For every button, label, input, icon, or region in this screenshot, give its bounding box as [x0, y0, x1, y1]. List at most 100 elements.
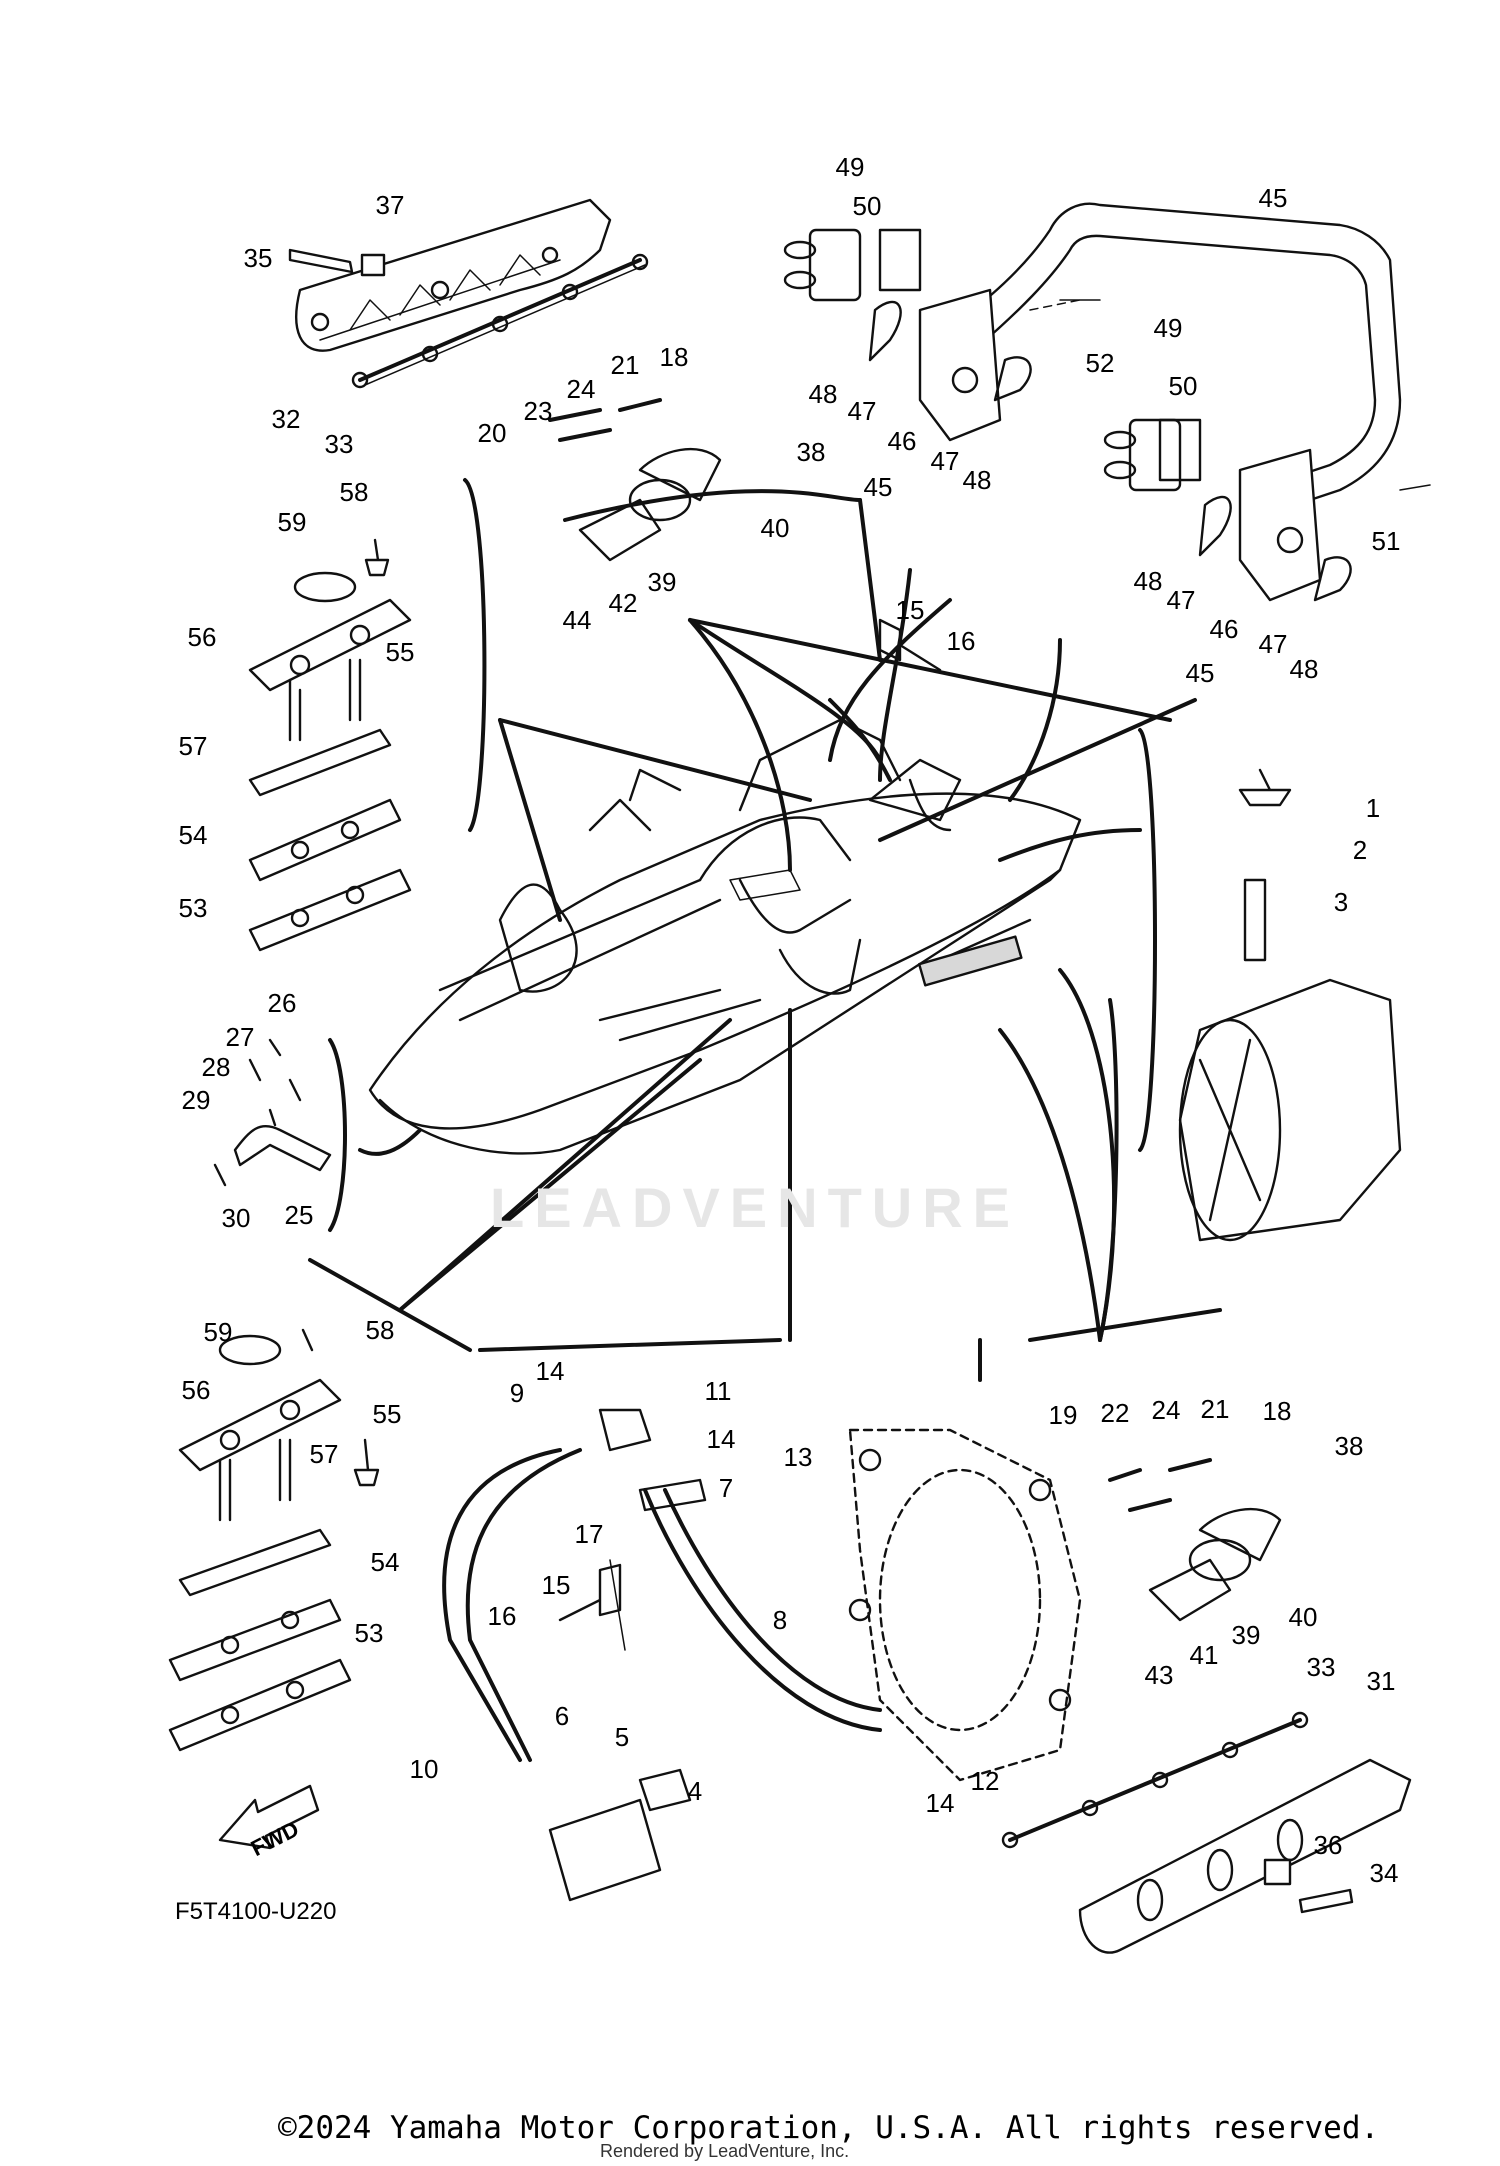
callout-34: 34 [1369, 1858, 1399, 1888]
callout-29: 29 [181, 1085, 211, 1115]
callout-47c: 47 [1166, 585, 1196, 615]
callout-57: 57 [178, 731, 208, 761]
callout-10: 10 [409, 1754, 439, 1784]
callout-2: 2 [1352, 835, 1368, 865]
stern-hook [213, 1038, 347, 1232]
callout-14: 14 [535, 1356, 565, 1386]
callout-24b: 24 [1151, 1395, 1181, 1425]
callout-41: 41 [1189, 1640, 1219, 1670]
callout-32: 32 [271, 404, 301, 434]
callout-27: 27 [225, 1022, 255, 1052]
copyright-notice: ©2024 Yamaha Motor Corporation, U.S.A. A… [278, 2110, 1380, 2146]
callout-55: 55 [385, 637, 415, 667]
callout-8: 8 [772, 1605, 788, 1635]
callout-47d: 47 [1258, 629, 1288, 659]
callout-46: 46 [887, 426, 917, 456]
callout-38b: 38 [1334, 1431, 1364, 1461]
callout-56b: 56 [181, 1375, 211, 1405]
callout-4: 4 [687, 1776, 703, 1806]
callout-52: 52 [1085, 348, 1115, 378]
callout-40b: 40 [1288, 1602, 1318, 1632]
callout-24: 24 [566, 374, 596, 404]
callout-1: 1 [1365, 793, 1381, 823]
callout-45b: 45 [863, 472, 893, 502]
callout-18b: 18 [1262, 1396, 1292, 1426]
callout-39: 39 [647, 567, 677, 597]
callout-33: 33 [324, 429, 354, 459]
callout-23: 23 [523, 396, 553, 426]
callout-16: 16 [946, 626, 976, 656]
callout-43: 43 [1144, 1660, 1174, 1690]
callout-31: 31 [1366, 1666, 1396, 1696]
callout-49: 49 [835, 152, 865, 182]
rendered-by-credit: Rendered by LeadVenture, Inc. [600, 2141, 850, 2161]
callout-55b: 55 [372, 1399, 402, 1429]
callout-42: 42 [608, 588, 638, 618]
grab-rail-left [288, 198, 649, 389]
grab-rail-right [1001, 1711, 1412, 1954]
callout-49b: 49 [1153, 313, 1183, 343]
callout-38: 38 [796, 437, 826, 467]
callout-13: 13 [783, 1442, 813, 1472]
callout-50: 50 [852, 191, 882, 221]
callout-45c: 45 [1185, 658, 1215, 688]
fwd-arrow-icon [218, 1784, 320, 1850]
callout-50b: 50 [1168, 371, 1198, 401]
callout-40: 40 [760, 513, 790, 543]
callout-48c: 48 [1133, 566, 1163, 596]
callout-47b: 47 [930, 446, 960, 476]
callout-5: 5 [614, 1722, 630, 1752]
misc-hardware [548, 398, 1282, 1651]
callout-6: 6 [554, 1701, 570, 1731]
jet-pump-housing [1138, 728, 1402, 1242]
callout-48b: 48 [962, 465, 992, 495]
callout-39b: 39 [1231, 1620, 1261, 1650]
callout-26: 26 [267, 988, 297, 1018]
watermark: LEADVENTURE [490, 1176, 1021, 1239]
callout-36: 36 [1313, 1830, 1343, 1860]
callout-12: 12 [970, 1766, 1000, 1796]
callout-30: 30 [221, 1203, 251, 1233]
callout-21: 21 [610, 350, 640, 380]
callout-56: 56 [187, 622, 217, 652]
callout-15b: 15 [541, 1570, 571, 1600]
callout-7: 7 [718, 1473, 734, 1503]
callout-18: 18 [659, 342, 689, 372]
callout-57b: 57 [309, 1439, 339, 1469]
callout-47: 47 [847, 396, 877, 426]
cleat-assembly-lower [168, 1328, 380, 1752]
callout-16b: 16 [487, 1601, 517, 1631]
callout-45: 45 [1258, 183, 1288, 213]
callout-53: 53 [178, 893, 208, 923]
engine-mount-frame [848, 1428, 1082, 1782]
callout-58: 58 [339, 477, 369, 507]
hoses [442, 1408, 882, 1902]
callout-17: 17 [574, 1519, 604, 1549]
watercraft-hull [368, 718, 1082, 1155]
callout-19: 19 [1048, 1400, 1078, 1430]
cleat-assembly-upper [248, 478, 487, 952]
callout-59b: 59 [203, 1317, 233, 1347]
callout-46b: 46 [1209, 614, 1239, 644]
callout-14b: 14 [706, 1424, 736, 1454]
reboarding-handle [783, 202, 1431, 602]
callout-33b: 33 [1306, 1652, 1336, 1682]
callout-9: 9 [509, 1378, 525, 1408]
callout-14c: 14 [925, 1788, 955, 1818]
leader-lines [308, 489, 1222, 1382]
callout-15: 15 [895, 595, 925, 625]
callout-54: 54 [178, 820, 208, 850]
callout-35: 35 [243, 243, 273, 273]
callout-58b: 58 [365, 1315, 395, 1345]
callout-21b: 21 [1200, 1394, 1230, 1424]
callout-22: 22 [1100, 1398, 1130, 1428]
callout-51: 51 [1371, 526, 1401, 556]
callout-48: 48 [808, 379, 838, 409]
callout-28: 28 [201, 1052, 231, 1082]
callout-25: 25 [284, 1200, 314, 1230]
callout-54c: 54 [370, 1547, 400, 1577]
callout-59: 59 [277, 507, 307, 537]
diagram-code: F5T4100-U220 [175, 1898, 337, 1925]
